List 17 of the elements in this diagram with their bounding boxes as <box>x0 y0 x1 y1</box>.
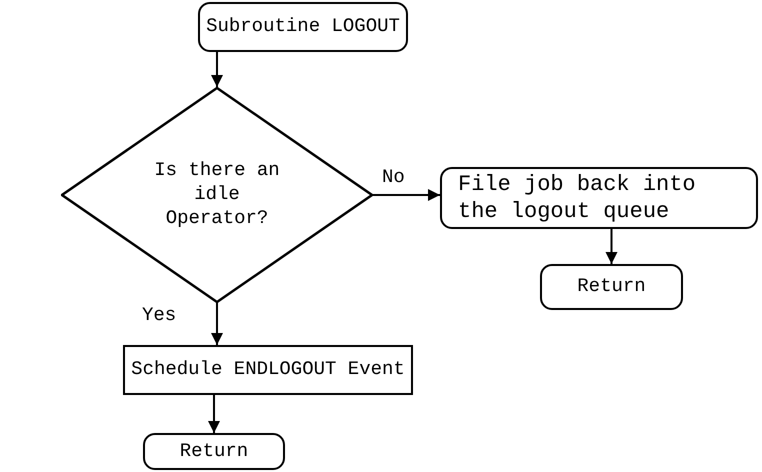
node-text: Return <box>577 275 646 299</box>
start-box <box>198 2 408 52</box>
decision-diamond <box>61 87 373 303</box>
node-text: Subroutine LOGOUT <box>206 15 400 39</box>
node-text: Is there an idle Operator? <box>153 159 281 231</box>
arrow <box>211 52 223 87</box>
node-text: Schedule ENDLOGOUT Event <box>131 358 405 382</box>
arrow <box>606 229 618 264</box>
end-box <box>540 264 683 310</box>
arrow <box>373 189 440 201</box>
arrow <box>208 395 220 433</box>
arrow <box>211 303 223 345</box>
node-text: Return <box>180 440 248 464</box>
end-box <box>143 433 285 470</box>
process-box <box>440 167 758 229</box>
process-box <box>123 345 413 395</box>
node-text: File job back into the logout queue <box>457 170 697 226</box>
